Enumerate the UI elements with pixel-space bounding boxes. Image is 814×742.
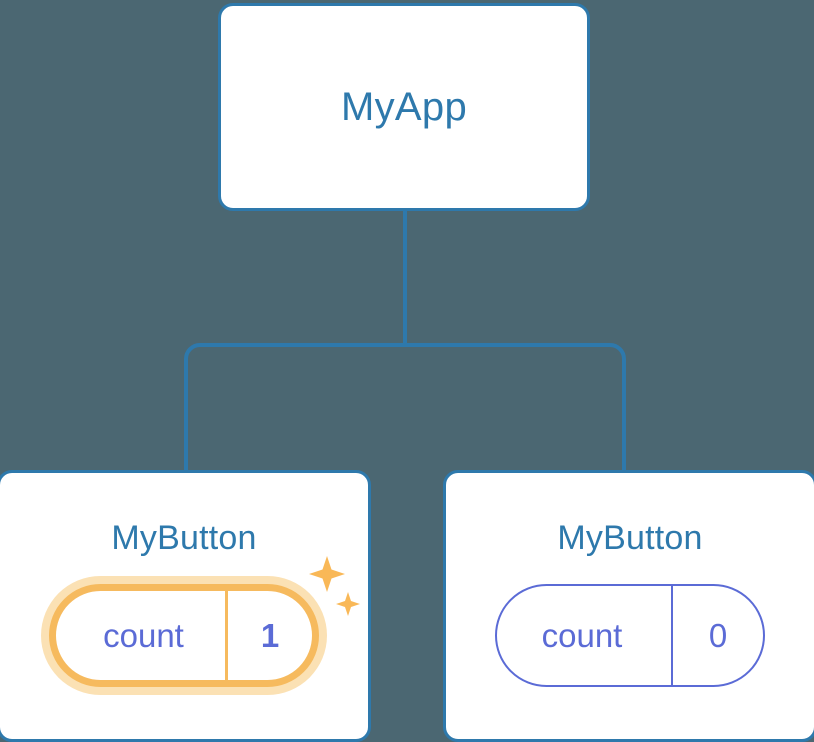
sparkle-icon-large: [309, 556, 345, 592]
connector-branch-right: [405, 343, 626, 473]
state-pill-wrapper: count 0: [495, 584, 765, 687]
node-title: MyButton: [557, 519, 703, 557]
state-value-label: 0: [708, 617, 728, 654]
state-value-label: 1: [260, 617, 280, 654]
state-key-label: count: [541, 617, 623, 654]
connector-branch-left: [184, 343, 405, 473]
node-myapp[interactable]: MyApp: [218, 3, 590, 211]
state-pill[interactable]: count 0: [495, 584, 765, 687]
pill-divider: [671, 586, 673, 685]
pill-divider: [225, 591, 228, 680]
node-mybutton-right[interactable]: MyButton count 0: [443, 470, 814, 742]
state-pill-highlighted[interactable]: count 1: [49, 584, 319, 687]
node-title: MyButton: [111, 519, 257, 557]
sparkle-icon-small: [336, 592, 360, 616]
state-pill-wrapper: count 1: [49, 556, 360, 687]
node-mybutton-left[interactable]: MyButton count 1: [0, 470, 371, 742]
state-key-label: count: [103, 617, 184, 654]
node-title: MyApp: [341, 85, 467, 129]
